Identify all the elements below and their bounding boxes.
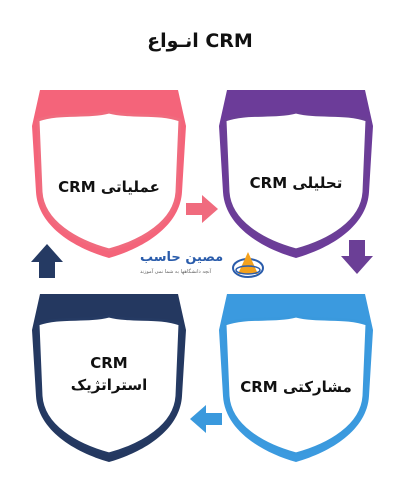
shield-analytical: CRM تحلیلی bbox=[217, 88, 375, 260]
shield-operational-shape bbox=[32, 90, 186, 258]
arrow-up-icon bbox=[31, 244, 63, 278]
shield-analytical-label: CRM تحلیلی bbox=[249, 174, 343, 192]
arrow-down-icon bbox=[341, 240, 373, 274]
brand-tagline: آنچه دانشگاهها به شما نمی آموزند bbox=[140, 269, 212, 275]
brand-name: مصین حاسب bbox=[140, 250, 224, 265]
shield-collaborative: CRM مشارکتی bbox=[217, 292, 375, 464]
arrow-left-icon bbox=[190, 405, 222, 433]
shield-operational-label: CRM عملیاتی bbox=[58, 178, 160, 196]
arrow-right-icon bbox=[186, 195, 218, 223]
shield-collaborative-shape bbox=[219, 294, 373, 462]
shield-operational: CRM عملیاتی bbox=[30, 88, 188, 260]
shield-strategic-shape bbox=[32, 294, 186, 462]
shield-strategic: CRM استراتژیک bbox=[30, 292, 188, 464]
shield-strategic-label: CRM استراتژیک bbox=[70, 354, 148, 394]
shield-analytical-shape bbox=[219, 90, 373, 258]
page-title: انـواع CRM bbox=[147, 30, 253, 52]
shield-collaborative-label: CRM مشارکتی bbox=[240, 378, 352, 396]
brand-logo: مصین حاسب آنچه دانشگاهها به شما نمی آموز… bbox=[140, 250, 264, 280]
brand-mark-icon bbox=[232, 252, 264, 278]
